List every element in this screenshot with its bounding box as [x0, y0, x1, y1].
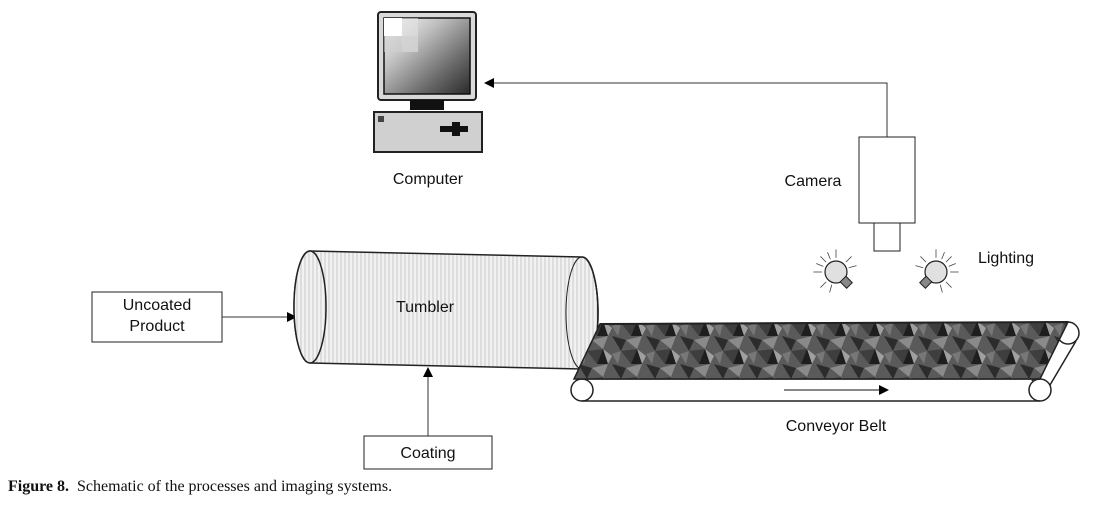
uncoated-product-label-line2: Product [129, 318, 185, 335]
tumbler-label: Tumbler [396, 299, 455, 316]
light-bulb-icon-right [907, 241, 967, 301]
computer-label: Computer [393, 171, 464, 188]
camera-label: Camera [785, 173, 842, 190]
figure-caption-label: Figure 8. [8, 478, 69, 495]
lighting-label: Lighting [978, 250, 1034, 267]
camera-signal-line [485, 83, 887, 137]
coating-label: Coating [400, 445, 455, 462]
computer-icon [374, 12, 482, 152]
uncoated-product-label-line1: Uncoated [123, 297, 192, 314]
figure-caption-text: Schematic of the processes and imaging s… [77, 478, 392, 495]
camera-icon [859, 137, 915, 251]
conveyor-belt [571, 322, 1079, 401]
light-bulb-icon-left [805, 241, 865, 301]
figure-caption: Figure 8. Schematic of the processes and… [8, 478, 1098, 496]
conveyor-belt-label: Conveyor Belt [786, 418, 887, 435]
